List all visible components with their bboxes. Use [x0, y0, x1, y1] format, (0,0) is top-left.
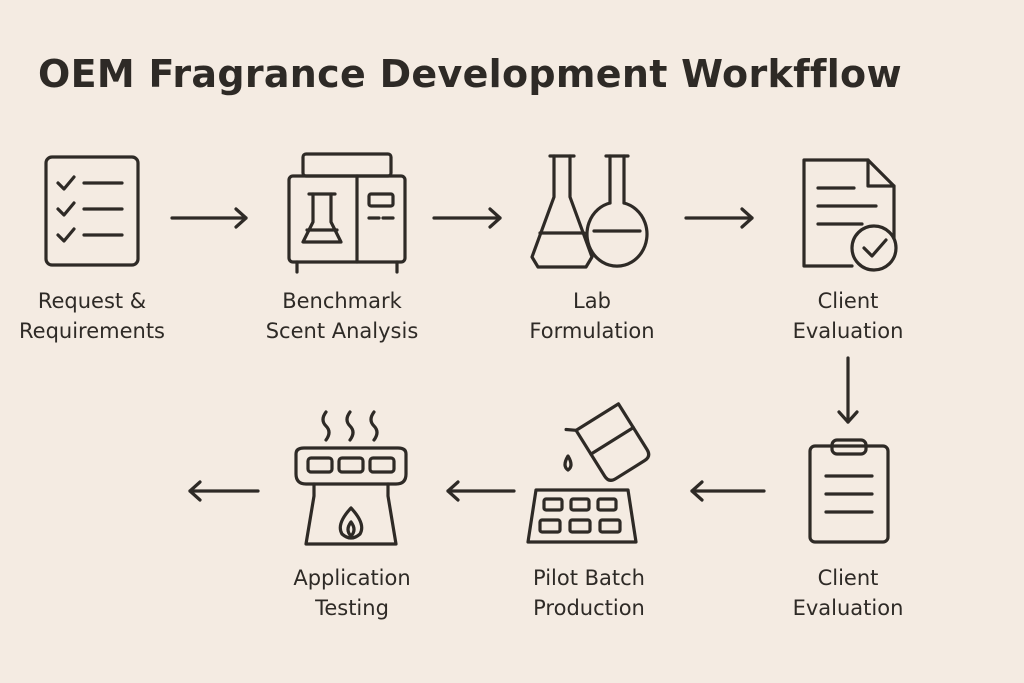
arrow-right-icon — [432, 207, 504, 232]
flasks-icon — [528, 153, 650, 275]
wax-warmer-icon — [292, 408, 410, 552]
arrow-right-icon — [684, 207, 756, 232]
step-label-application-testing: Application Testing — [293, 566, 411, 620]
arrow-left-icon — [186, 480, 260, 505]
diagram-title: OEM Fragrance Development Workfflow — [38, 52, 902, 96]
pouring-mold-icon — [526, 402, 656, 552]
step-label-request-requirements: Request & Requirements — [19, 289, 165, 343]
lab-instrument-icon — [287, 152, 407, 278]
step-label-client-evaluation-top: Client Evaluation — [792, 289, 904, 343]
document-check-icon — [802, 158, 902, 280]
step-label-pilot-batch-production: Pilot Batch Production — [533, 566, 645, 620]
arrow-down-icon — [837, 356, 859, 430]
arrow-right-icon — [170, 207, 250, 232]
clipboard-icon — [808, 438, 890, 548]
step-label-client-evaluation-bottom: Client Evaluation — [792, 566, 904, 620]
arrow-left-icon — [444, 480, 516, 505]
step-label-benchmark-scent-analysis: Benchmark Scent Analysis — [265, 289, 419, 343]
step-label-lab-formulation: Lab Formulation — [529, 289, 655, 343]
checklist-icon — [44, 155, 140, 271]
arrow-left-icon — [688, 480, 766, 505]
